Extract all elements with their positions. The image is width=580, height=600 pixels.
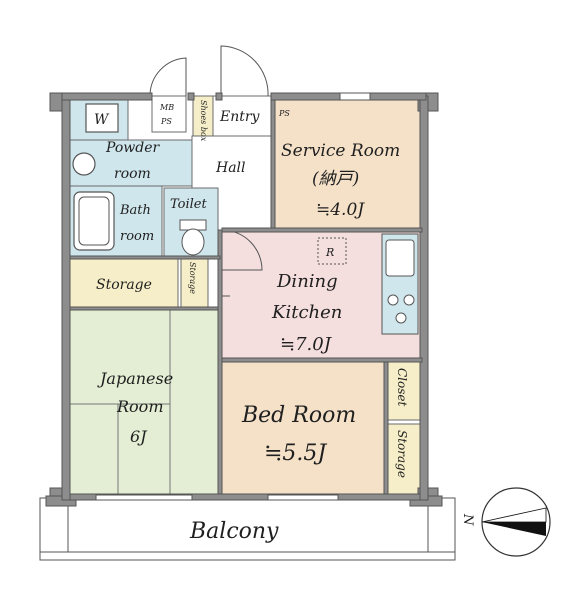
label-bath-1: Bath (119, 203, 151, 218)
label-ps: PS (278, 109, 290, 118)
label-toilet: Toilet (170, 197, 207, 212)
balcony-rail (39, 551, 456, 561)
washer-box (85, 103, 119, 133)
label-bedroom-size: ≒5.5J (264, 441, 327, 466)
toilet-fixture (179, 219, 207, 256)
label-storage-right: Storage (395, 430, 409, 478)
label-service-1: Service Room (281, 141, 400, 161)
label-service-size: ≒4.0J (316, 200, 365, 220)
label-closet: Closet (395, 368, 409, 407)
label-bedroom: Bed Room (241, 403, 356, 428)
label-mbps-1: MB (159, 103, 174, 112)
label-storage-left: Storage (96, 277, 152, 293)
compass-icon (481, 487, 551, 557)
tatami-lines (68, 310, 171, 498)
label-bath-2: room (120, 229, 154, 244)
label-mbps-2: PS (160, 117, 172, 126)
label-japanese-1: Japanese (97, 369, 173, 388)
label-dining-size: ≒7.0J (280, 334, 333, 355)
washbasin (72, 152, 96, 176)
label-storage-small: Storage (188, 262, 197, 294)
room-storage-left (67, 258, 179, 308)
range-hood-box (317, 237, 347, 265)
label-powder-1: Powder (105, 140, 161, 156)
label-powder-2: room (114, 166, 151, 182)
label-shoes-box: Shoes box (199, 100, 208, 142)
label-japanese-size: 6J (130, 427, 148, 446)
room-entry (212, 95, 272, 137)
kitchen-counter (381, 233, 419, 335)
label-washer: W (94, 112, 110, 128)
label-entry: Entry (219, 109, 261, 125)
label-service-2: (納戸) (312, 169, 359, 189)
bathtub (73, 191, 115, 251)
compass-north-label: N (460, 513, 475, 526)
room-mbps (151, 95, 187, 133)
label-dining-1: Dining (276, 271, 338, 292)
bathtub-inner (78, 196, 110, 246)
label-dining-2: Kitchen (271, 302, 342, 323)
balcony-area (39, 497, 456, 561)
label-range-hood: R (325, 246, 334, 259)
room-bedroom (221, 361, 385, 499)
label-balcony: Balcony (189, 519, 279, 544)
label-hall: Hall (215, 160, 246, 176)
room-service (274, 98, 421, 231)
windows (95, 92, 371, 501)
label-japanese-2: Room (116, 397, 163, 416)
